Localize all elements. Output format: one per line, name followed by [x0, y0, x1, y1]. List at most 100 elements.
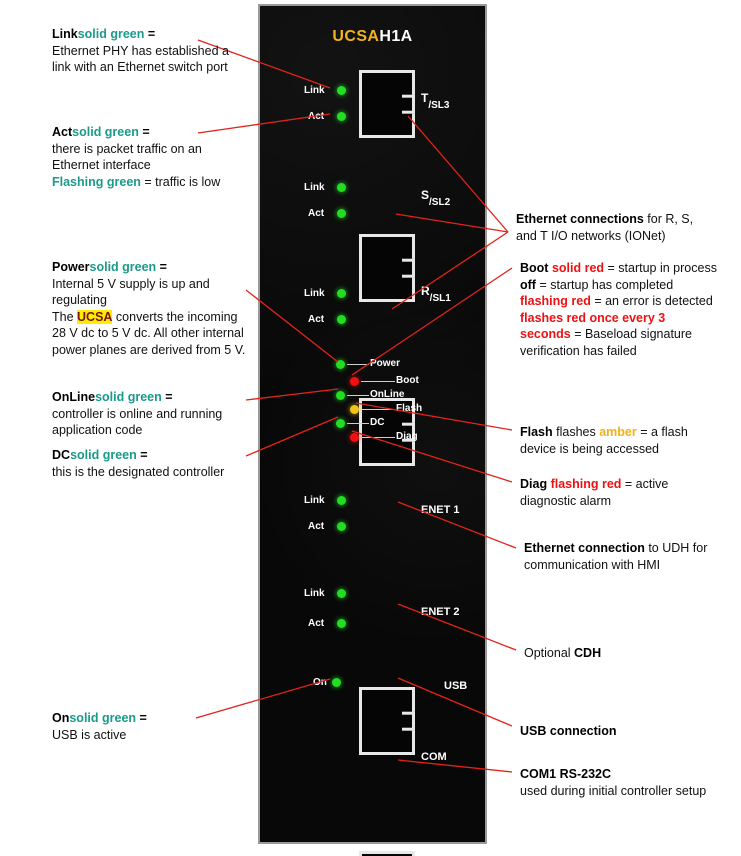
status-led-flash-line: [361, 409, 395, 410]
port-sl3-act-label: Act: [308, 111, 325, 122]
port-usb-on-label: On: [313, 677, 327, 688]
status-led-diag-line: [361, 437, 395, 438]
annotation-usb-connection-bold: USB connection: [520, 724, 617, 738]
port-sl2-sub: SL2: [431, 197, 451, 209]
port-sl2-act-led: [337, 209, 346, 218]
annotation-ethernet-ionet: Ethernet connections for R, S, and T I/O…: [516, 211, 712, 244]
annotation-flash-state: amber: [599, 425, 637, 439]
annotation-ethernet-ionet-head: Ethernet connections: [516, 212, 644, 226]
annotation-power-head: Power: [52, 260, 90, 274]
port-sl3-act-led: [337, 112, 346, 121]
port-enet1-link-label: Link: [304, 495, 325, 506]
annotation-diag-head: Diag: [520, 477, 548, 491]
annotation-udh-body: to UDH for communication with HMI: [524, 541, 708, 572]
port-enet2-link-label: Link: [304, 588, 325, 599]
controller-faceplate: UCSAH1A Link Act T/SL3 Link Act S / SL2 Li…: [258, 4, 487, 856]
port-enet1-link-led: [337, 496, 346, 505]
annotation-cdh-bold: CDH: [574, 646, 602, 660]
annotation-on-head: On: [52, 711, 70, 725]
port-sl3-link-label: Link: [304, 85, 325, 96]
status-led-diag-label: Diag: [396, 431, 418, 442]
annotation-boot-state2: off: [520, 277, 536, 292]
port-sl1-sub: SL1: [432, 293, 451, 305]
annotation-power: Powersolid green = Internal 5 V supply i…: [52, 259, 248, 358]
status-led-diag: [350, 433, 359, 442]
status-led-power-label: Power: [370, 358, 401, 369]
annotation-dc-head: DC: [52, 448, 71, 462]
annotation-com-connection-bold: COM1 RS-232C: [520, 767, 611, 781]
annotation-power-body1: Internal 5 V supply is up and regulating: [52, 276, 210, 308]
port-enet1[interactable]: [359, 687, 415, 755]
annotation-boot-state1-body: = startup in process: [604, 261, 717, 275]
annotation-cdh: Optional CDH: [524, 645, 724, 662]
port-enet2[interactable]: [359, 851, 415, 856]
status-led-dc-label: DC: [370, 417, 385, 428]
port-sl2[interactable]: [359, 234, 415, 302]
annotation-dc-eq: =: [136, 448, 148, 462]
annotation-online-head: OnLine: [52, 390, 96, 404]
port-sl1-link-label: Link: [304, 288, 325, 299]
port-sl1-main: R: [421, 284, 430, 298]
status-led-power-line: [347, 364, 369, 365]
status-led-online: [336, 391, 345, 400]
port-sl2-link-led: [337, 183, 346, 192]
annotation-on-eq: =: [136, 711, 147, 725]
port-sl2-main: S: [421, 188, 430, 202]
annotation-flash: Flash flashes amber = a flash device is …: [520, 424, 718, 457]
port-sl2-notch: [402, 258, 415, 278]
status-led-boot-label: Boot: [396, 375, 419, 386]
annotation-dc-body: this is the designated controller: [52, 464, 225, 479]
port-sl3-sub: SL3: [431, 100, 450, 112]
annotation-on-body: USB is active: [52, 727, 127, 742]
port-sl1-act-label: Act: [308, 314, 325, 325]
annotation-act-state: solid green: [72, 125, 139, 139]
annotation-power-body2-post: converts the incoming 28 V dc to 5 V dc.…: [52, 309, 246, 357]
annotation-power-eq: =: [156, 260, 167, 274]
port-enet1-act-led: [337, 522, 346, 531]
annotation-flash-body: = a flash device is being accessed: [520, 425, 688, 456]
annotation-act-eq: =: [138, 125, 150, 139]
status-led-flash: [350, 405, 359, 414]
port-sl3[interactable]: [359, 70, 415, 138]
port-sl3-name: T/SL3: [421, 91, 450, 112]
port-usb-on-led: [332, 678, 341, 687]
port-sl2-act-label: Act: [308, 208, 325, 219]
annotation-dc-state: solid green: [70, 448, 137, 462]
annotation-online-eq: =: [161, 390, 173, 404]
port-sl3-link-led: [337, 86, 346, 95]
annotation-power-body2-pre: The: [52, 309, 78, 324]
annotation-ethernet-ionet-body: for R, S, and T I/O networks (IONet): [516, 212, 694, 243]
annotation-link-body: Ethernet PHY has established a link with…: [52, 43, 229, 75]
faceplate-title-gold: UCSA: [332, 28, 380, 45]
annotation-boot: Boot solid red = startup in process off …: [520, 260, 718, 359]
port-com-name: COM: [421, 751, 447, 763]
annotation-link-head: Link: [52, 27, 78, 41]
annotation-flash-head: Flash: [520, 425, 553, 439]
annotation-link: Linksolid green = Ethernet PHY has estab…: [52, 26, 232, 76]
annotation-diag: Diag flashing red = active diagnostic al…: [520, 476, 718, 509]
annotation-link-eq: =: [144, 27, 156, 41]
status-led-online-label: OnLine: [370, 389, 405, 400]
annotation-act-alt-body: = traffic is low: [140, 174, 221, 189]
annotation-online-body: controller is online and running applica…: [52, 406, 223, 438]
annotation-dc: DCsolid green = this is the designated c…: [52, 447, 238, 480]
annotation-boot-state3-body: = an error is detected: [590, 294, 713, 308]
port-sl3-main: T: [421, 91, 429, 105]
port-sl3-notch: [402, 94, 415, 114]
port-enet2-name: ENET 2: [421, 606, 460, 618]
annotation-com-connection-body: used during initial controller setup: [520, 783, 707, 798]
status-led-flash-label: Flash: [396, 403, 423, 414]
annotation-usb-connection: USB connection: [520, 723, 720, 740]
status-led-dc-line: [347, 423, 369, 424]
faceplate-title-white: H1A: [379, 28, 413, 45]
annotation-act-alt-state: Flashing green: [52, 174, 141, 189]
port-sl3-slash: /: [428, 100, 432, 112]
port-sl2-link-label: Link: [304, 182, 325, 193]
status-led-boot: [350, 377, 359, 386]
annotation-udh-head: Ethernet connection: [524, 541, 645, 555]
annotation-boot-head: Boot: [520, 261, 549, 275]
annotation-link-state: solid green: [77, 27, 145, 41]
status-led-power: [336, 360, 345, 369]
annotation-act-body: there is packet traffic on an Ethernet i…: [52, 141, 202, 173]
